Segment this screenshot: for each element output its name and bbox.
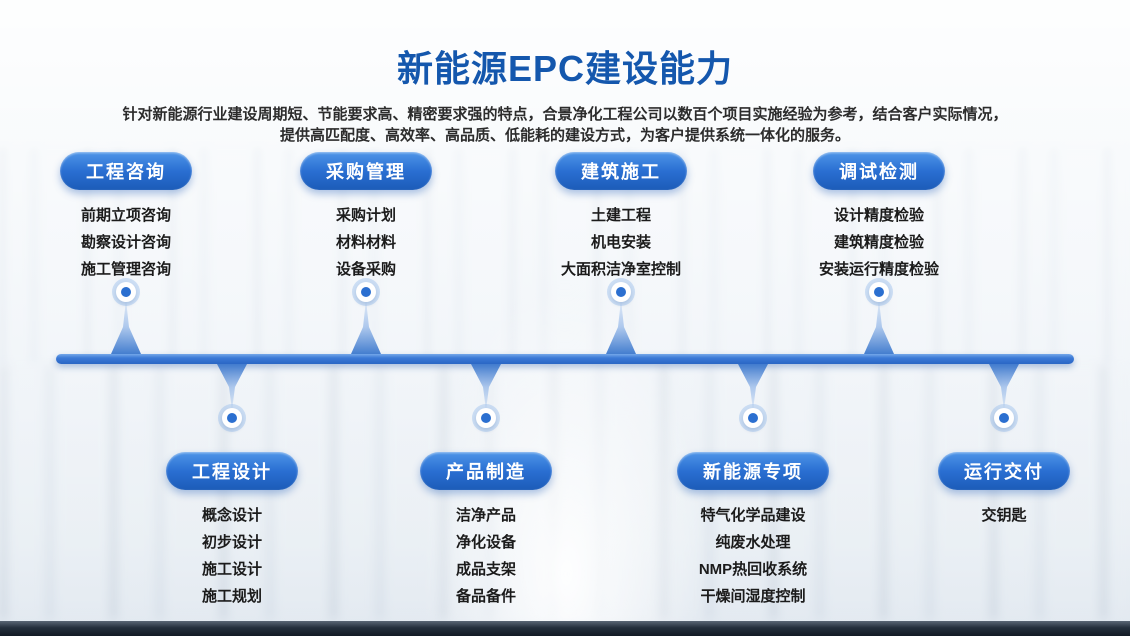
connector-tail-icon [217, 364, 247, 410]
capability-item: 机电安装 [590, 234, 651, 251]
timeline-node-icon [611, 282, 631, 302]
capability-list: 洁净产品净化设备成品支架备品备件 [456, 502, 516, 610]
connector-tail-icon [606, 300, 636, 354]
timeline-connector [864, 282, 894, 354]
section-pill: 建筑施工 [555, 152, 687, 190]
capability-item: 备品备件 [455, 588, 516, 605]
capability-item: 净化设备 [455, 534, 516, 551]
timeline-bar [56, 354, 1074, 364]
slide-title: 新能源EPC建设能力 [396, 48, 734, 89]
timeline-node-icon [116, 282, 136, 302]
capability-item: 洁净产品 [455, 507, 516, 524]
section-operation-delivery: 运行交付 交钥匙 [938, 364, 1070, 529]
timeline-node-icon [743, 408, 763, 428]
capability-list: 前期立项咨询勘察设计咨询施工管理咨询 [81, 202, 171, 283]
section-pill: 运行交付 [938, 452, 1070, 490]
capability-list: 交钥匙 [981, 502, 1026, 529]
section-commissioning-testing: 调试检测 设计精度检验建筑精度检验安装运行精度检验 [813, 152, 945, 354]
capability-item: 特气化学品建设 [700, 507, 806, 524]
capability-item: 勘察设计咨询 [80, 234, 171, 251]
capability-list: 特气化学品建设纯废水处理 NMP热回收系统干燥间湿度控制 [699, 502, 807, 610]
capability-item: 安装运行精度检验 [818, 261, 939, 278]
section-pill: 调试检测 [813, 152, 945, 190]
timeline-connector [351, 282, 381, 354]
timeline-connector [471, 364, 501, 428]
capability-item: 设备采购 [335, 261, 396, 278]
capability-item: 大面积洁净室控制 [560, 261, 681, 278]
capability-list: 设计精度检验建筑精度检验安装运行精度检验 [819, 202, 939, 283]
timeline-connector [217, 364, 247, 428]
capability-item: 施工设计 [201, 561, 262, 578]
connector-tail-icon [111, 300, 141, 354]
timeline-node-icon [994, 408, 1014, 428]
capability-item: 成品支架 [455, 561, 516, 578]
timeline-node-icon [222, 408, 242, 428]
connector-tail-icon [471, 364, 501, 410]
section-pill: 新能源专项 [677, 452, 829, 490]
capability-item: 土建工程 [590, 207, 651, 224]
connector-tail-icon [351, 300, 381, 354]
section-pill: 采购管理 [300, 152, 432, 190]
section-product-manufacturing: 产品制造 洁净产品净化设备成品支架备品备件 [420, 364, 552, 610]
connector-tail-icon [738, 364, 768, 410]
capability-item: NMP热回收系统 [698, 561, 808, 578]
timeline-connector [738, 364, 768, 428]
slide-subtitle: 针对新能源行业建设周期短、节能要求高、精密要求强的特点，合景净化工程公司以数百个… [0, 104, 1130, 146]
connector-tail-icon [864, 300, 894, 354]
subtitle-line-2: 提供高匹配度、高效率、高品质、低能耗的建设方式，为客户提供系统一体化的服务。 [279, 127, 850, 144]
capability-list: 概念设计初步设计施工设计施工规划 [202, 502, 262, 610]
capability-item: 初步设计 [201, 534, 262, 551]
capability-item: 纯废水处理 [715, 534, 791, 551]
capability-list: 土建工程机电安装大面积洁净室控制 [561, 202, 681, 283]
background-bottom-strip [0, 621, 1130, 636]
capability-item: 概念设计 [201, 507, 262, 524]
section-pill: 工程咨询 [60, 152, 192, 190]
section-engineering-consulting: 工程咨询 前期立项咨询勘察设计咨询施工管理咨询 [60, 152, 192, 354]
section-building-construction: 建筑施工 土建工程机电安装大面积洁净室控制 [555, 152, 687, 354]
capability-item: 干燥间湿度控制 [700, 588, 806, 605]
capability-item: 建筑精度检验 [833, 234, 924, 251]
capability-item: 施工管理咨询 [80, 261, 171, 278]
timeline-connector [989, 364, 1019, 428]
capability-item: 设计精度检验 [833, 207, 924, 224]
capability-item: 交钥匙 [981, 507, 1027, 524]
capability-item: 施工规划 [201, 588, 262, 605]
header: 新能源EPC建设能力 针对新能源行业建设周期短、节能要求高、精密要求强的特点，合… [0, 40, 1130, 146]
connector-tail-icon [989, 364, 1019, 410]
capability-item: 前期立项咨询 [80, 207, 171, 224]
section-engineering-design: 工程设计 概念设计初步设计施工设计施工规划 [166, 364, 298, 610]
capability-list: 采购计划材料材料设备采购 [336, 202, 396, 283]
timeline-node-icon [356, 282, 376, 302]
timeline-node-icon [476, 408, 496, 428]
capability-item: 采购计划 [335, 207, 396, 224]
subtitle-line-1: 针对新能源行业建设周期短、节能要求高、精密要求强的特点，合景净化工程公司以数百个… [122, 106, 1008, 123]
section-procurement-management: 采购管理 采购计划材料材料设备采购 [300, 152, 432, 354]
timeline-connector [111, 282, 141, 354]
timeline-node-icon [869, 282, 889, 302]
section-new-energy-special: 新能源专项 特气化学品建设纯废水处理 NMP热回收系统干燥间湿度控制 [677, 364, 829, 610]
section-pill: 工程设计 [166, 452, 298, 490]
section-pill: 产品制造 [420, 452, 552, 490]
capability-item: 材料材料 [335, 234, 396, 251]
timeline-connector [606, 282, 636, 354]
